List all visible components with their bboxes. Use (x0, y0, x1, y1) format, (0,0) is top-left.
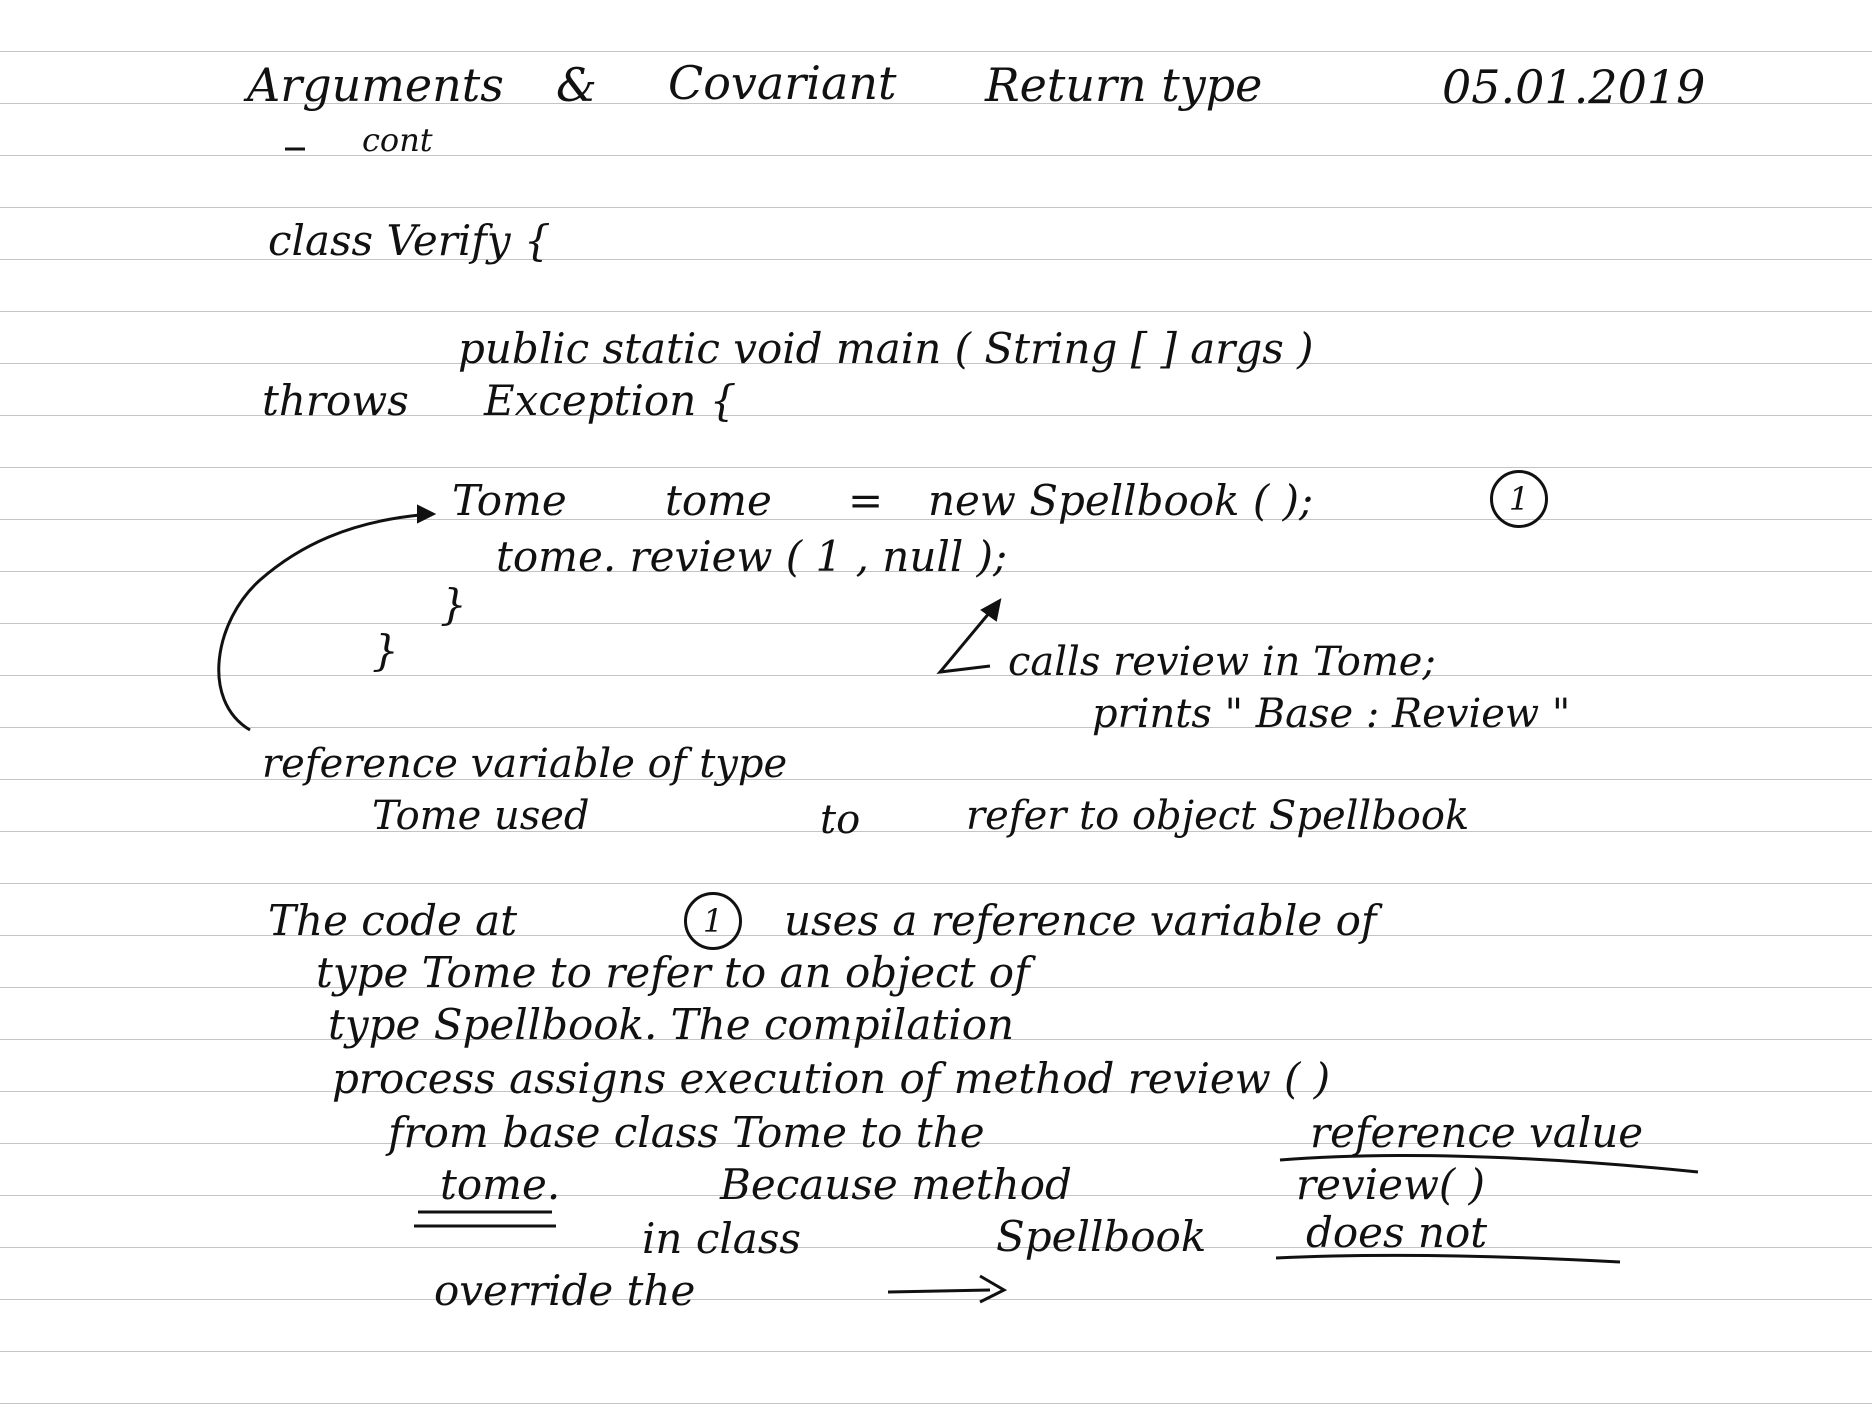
code-new-spellbook: new Spellbook ( ); (928, 476, 1314, 525)
calls-arrow (936, 611, 992, 674)
curved-arrow-to-tome (217, 513, 421, 732)
para-line-6c: review( ) (1296, 1160, 1486, 1209)
para-marker-1-circle: 1 (684, 892, 742, 950)
para-marker-1-label: 1 (702, 902, 724, 940)
para-line-4: process assigns execution of method revi… (332, 1054, 1331, 1103)
code-equals: = (848, 476, 884, 525)
note-refer-to-object: refer to object Spellbook (966, 793, 1470, 839)
para-line-6b: Because method (720, 1160, 1072, 1209)
code-tome-type: Tome (452, 476, 567, 525)
para-line-8: override the (434, 1266, 696, 1315)
title-return-type: Return type (985, 58, 1263, 112)
para-line-7a: in class (642, 1214, 801, 1263)
para-line-7b: Spellbook (996, 1212, 1207, 1261)
title-covariant: Covariant (668, 56, 897, 110)
continue-arrow-head (979, 1274, 1008, 1304)
title-cont: cont (362, 121, 433, 159)
code-close-brace-1: } (440, 580, 467, 629)
code-main-signature: public static void main ( String [ ] arg… (458, 324, 1314, 373)
para-line-6a: tome. (440, 1160, 561, 1209)
marker-1-label: 1 (1508, 480, 1530, 518)
title-arguments: Arguments (247, 58, 504, 112)
code-close-brace-2: } (372, 626, 399, 675)
code-throws: throws (262, 376, 409, 425)
calls-arrow-head (980, 598, 1002, 622)
para-line-5b: reference value (1310, 1108, 1644, 1157)
para-line-5a: from base class Tome to the (388, 1108, 985, 1157)
note-reference-variable: reference variable of type (262, 741, 788, 787)
note-prints-base-review: prints " Base : Review " (1092, 691, 1571, 737)
para-line-1a: The code at (268, 896, 518, 945)
code-class-verify: class Verify { (268, 216, 551, 265)
note-tome-used: Tome used (372, 793, 590, 839)
code-exception: Exception { (484, 376, 737, 425)
curved-arrow-head (417, 504, 437, 524)
note-to: to (820, 797, 861, 843)
page-date: 05.01.2019 (1442, 60, 1706, 114)
para-line-3: type Spellbook. The compilation (328, 1000, 1015, 1049)
note-calls-review: calls review in Tome; (1008, 639, 1436, 685)
para-line-2: type Tome to refer to an object of (316, 948, 1030, 997)
para-line-7c: does not (1306, 1208, 1488, 1257)
para-line-1b: uses a reference variable of (784, 896, 1377, 945)
continue-arrow (887, 1288, 991, 1294)
code-review-call: tome. review ( 1 , null ); (496, 532, 1008, 581)
code-tome-var: tome (665, 476, 772, 525)
marker-1-circle: 1 (1490, 470, 1548, 528)
title-ampersand: & (556, 58, 597, 112)
